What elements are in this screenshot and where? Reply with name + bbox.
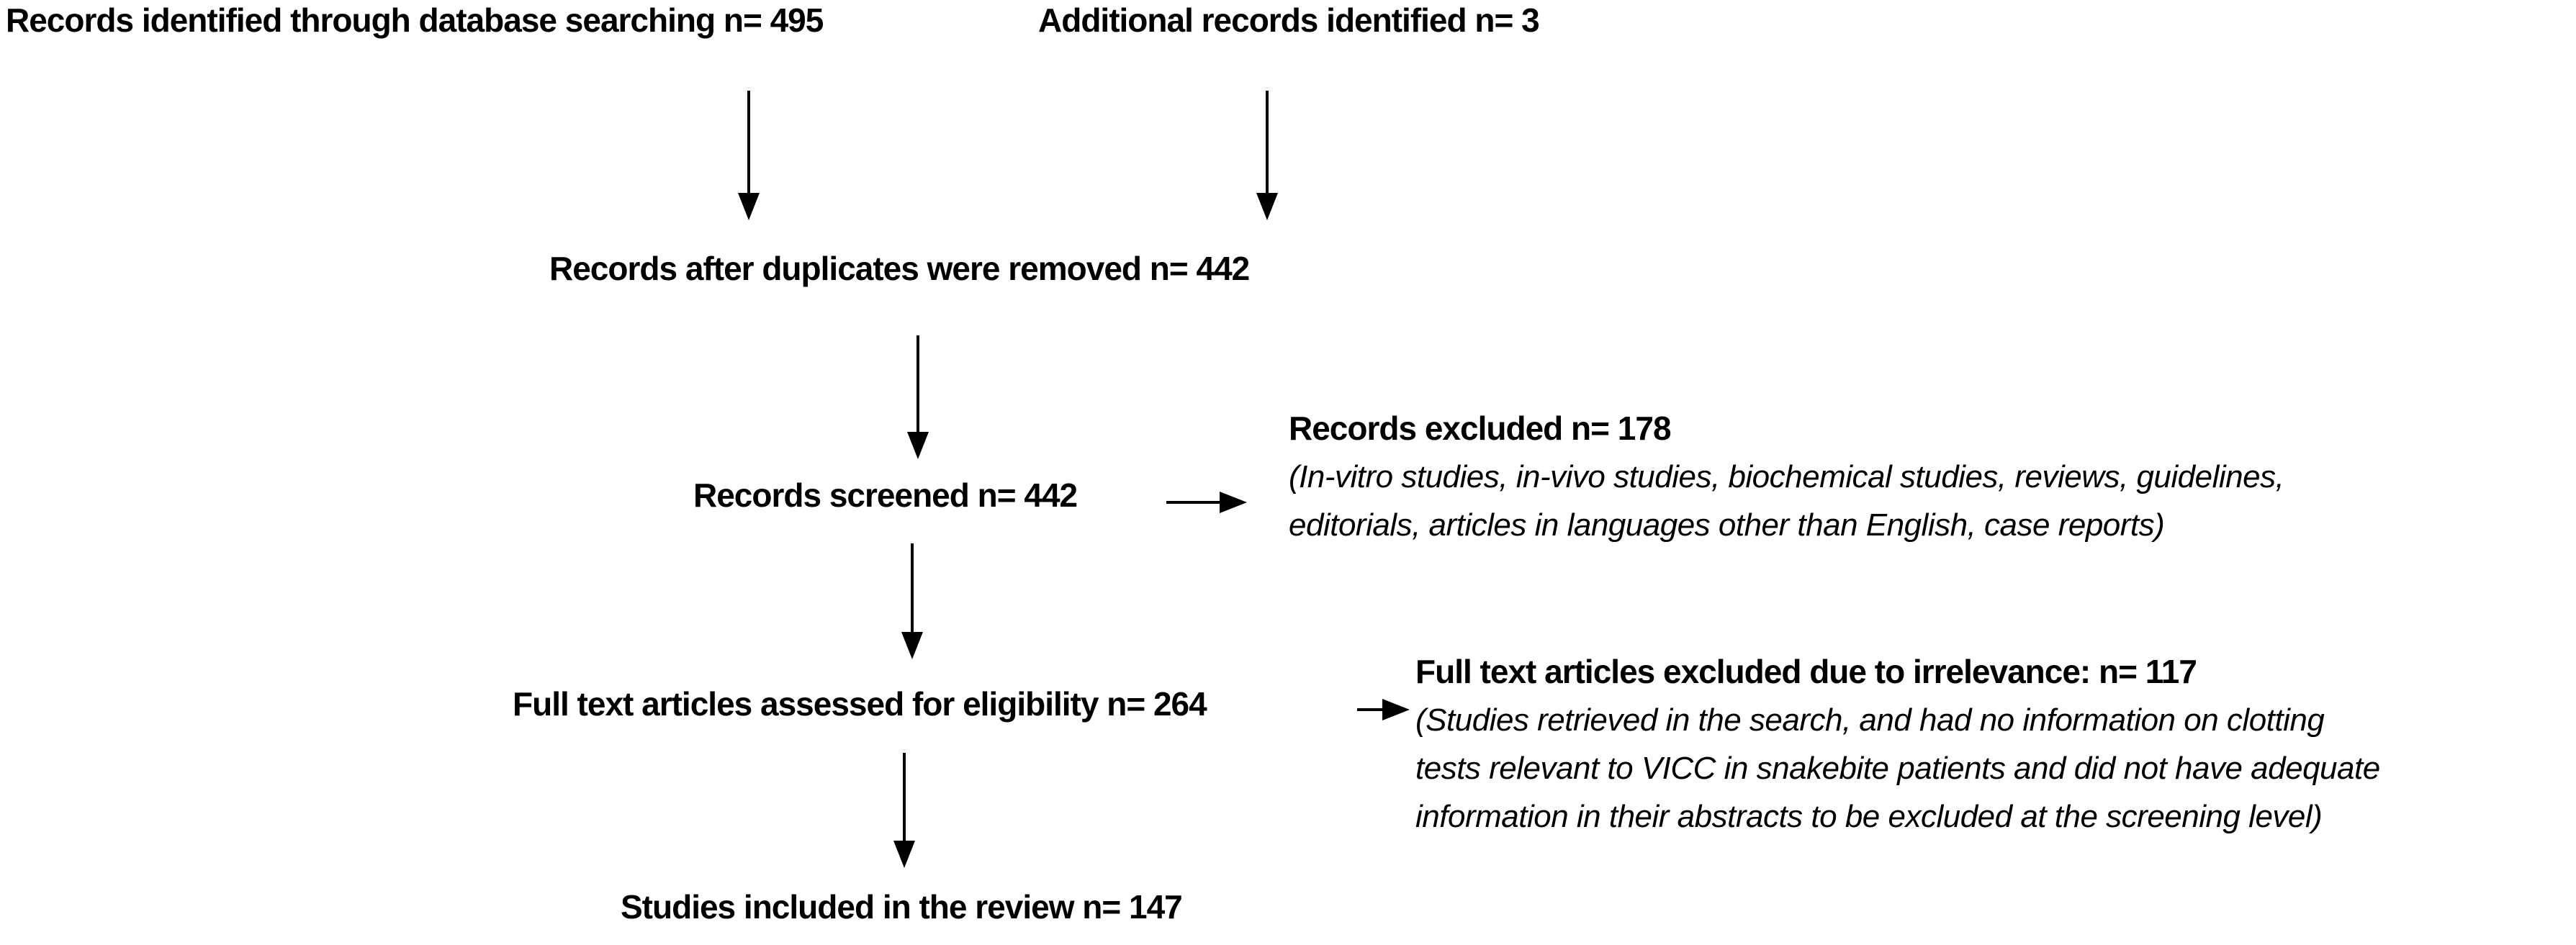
node-studies-included: Studies included in the review n= 147: [621, 888, 1183, 926]
arrow-database-search-down-icon: [738, 91, 760, 220]
arrow-fulltext-to-included-icon: [893, 753, 915, 868]
arrow-screened-to-fulltext-icon: [901, 543, 923, 659]
arrow-duplicates-to-screened-icon: [907, 335, 929, 459]
node-additional-records: Additional records identified n= 3: [1038, 1, 1540, 39]
exclusion-fulltext-excluded-note: (Studies retrieved in the search, and ha…: [1415, 702, 2380, 834]
exclusion-records-excluded: Records excluded n= 178 (In-vitro studie…: [1289, 404, 2284, 549]
node-fulltext-assessed: Full text articles assessed for eligibil…: [513, 685, 1207, 723]
exclusion-records-excluded-note: (In-vitro studies, in-vivo studies, bioc…: [1289, 459, 2284, 543]
arrow-additional-records-down-icon: [1256, 91, 1278, 220]
arrow-screened-to-excluded-icon: [1166, 492, 1247, 513]
arrow-fulltext-to-excluded-icon: [1357, 699, 1410, 720]
exclusion-records-excluded-title: Records excluded n= 178: [1289, 410, 1672, 447]
node-records-identified: Records identified through database sear…: [6, 1, 824, 39]
exclusion-fulltext-excluded-title: Full text articles excluded due to irrel…: [1415, 653, 2197, 690]
exclusion-fulltext-excluded: Full text articles excluded due to irrel…: [1415, 648, 2380, 841]
node-records-screened: Records screened n= 442: [693, 476, 1078, 514]
node-after-duplicates: Records after duplicates were removed n=…: [549, 250, 1250, 287]
